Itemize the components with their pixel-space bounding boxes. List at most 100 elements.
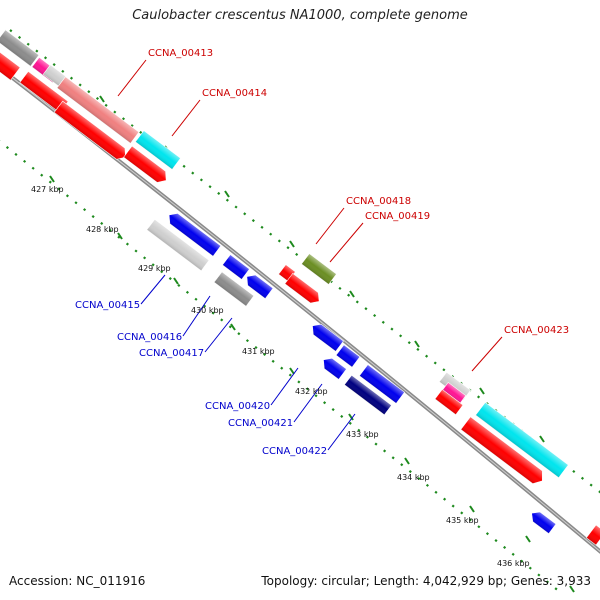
tick-dot	[52, 63, 56, 67]
feature-shade	[586, 525, 600, 545]
gene-label: CCNA_00415	[75, 300, 140, 311]
major-tick	[117, 232, 123, 240]
tick-dot	[40, 173, 44, 177]
label-leader	[204, 317, 233, 353]
label-leader	[471, 336, 503, 372]
feature-shade	[359, 364, 405, 404]
feature-blue-2	[222, 254, 250, 280]
major-tick	[289, 240, 295, 248]
tick-dot	[225, 198, 229, 202]
label-leader	[182, 295, 211, 337]
tick-dot	[69, 76, 74, 80]
tick-dot	[14, 152, 18, 157]
tick-dot	[494, 538, 498, 543]
major-tick	[49, 175, 55, 183]
tick-dot	[100, 221, 104, 225]
feature-red-9	[585, 524, 600, 546]
tick-dot	[511, 552, 515, 556]
gene-label: CCNA_00419	[365, 211, 430, 222]
tick-dot	[271, 359, 275, 363]
tick-dot	[91, 214, 95, 219]
major-tick	[469, 505, 475, 513]
feature-shade	[57, 76, 139, 144]
tick-dot	[57, 187, 61, 191]
tick-dot	[191, 171, 195, 175]
tick-dot	[237, 332, 241, 336]
tick-dot	[286, 246, 290, 250]
major-tick	[348, 413, 354, 421]
tick-dot	[234, 205, 238, 209]
tick-dot	[134, 249, 138, 253]
tick-marks	[0, 29, 600, 593]
tick-dot	[61, 69, 65, 73]
tick-dot	[208, 185, 212, 189]
kbp-label: 430 kbp	[191, 306, 224, 315]
tick-dot	[182, 164, 186, 168]
label-leader-lines	[117, 59, 503, 451]
tick-dot	[347, 293, 351, 297]
kbp-label: 435 kbp	[446, 516, 479, 525]
accession-text: Accession: NC_011916	[9, 574, 146, 588]
feature-shade	[312, 324, 344, 352]
tick-dot	[383, 449, 387, 453]
tick-dot	[168, 277, 172, 281]
tick-dot	[139, 130, 143, 134]
tick-dot	[355, 300, 359, 304]
feature-gray-1	[0, 29, 40, 67]
tick-dot	[417, 476, 421, 481]
feature-shade	[323, 358, 347, 380]
tick-dot	[160, 270, 164, 274]
tick-dot	[263, 352, 267, 356]
tick-dot	[408, 470, 412, 474]
major-tick	[349, 290, 355, 298]
tick-dot	[373, 313, 377, 318]
tick-dot	[503, 545, 507, 549]
major-tick	[289, 367, 295, 375]
feature-lightgray-3	[438, 371, 472, 401]
feature-shade	[442, 382, 466, 404]
tick-dot	[108, 228, 112, 232]
major-tick	[479, 387, 485, 395]
tick-dot	[280, 366, 284, 370]
feature-blue-4	[312, 323, 344, 352]
tick-dot	[125, 242, 129, 246]
tick-dot	[185, 290, 189, 294]
kbp-label: 433 kbp	[346, 430, 379, 439]
feature-shade	[0, 51, 21, 81]
tick-dot	[323, 401, 327, 405]
feature-lightgray-2	[146, 218, 210, 272]
tick-dot	[400, 463, 404, 467]
map-title: Caulobacter crescentus NA1000, complete …	[132, 8, 468, 23]
tick-dot	[43, 56, 48, 60]
tick-dot	[151, 263, 155, 267]
feature-gray-2	[213, 271, 255, 307]
tick-dot	[485, 532, 489, 536]
tick-row-inner	[0, 140, 558, 591]
tick-dot	[48, 180, 52, 184]
tick-dot	[460, 511, 464, 515]
major-tick	[224, 190, 230, 198]
gene-label: CCNA_00420	[205, 401, 270, 412]
tick-dot	[589, 483, 593, 487]
gene-label: CCNA_00413	[148, 48, 213, 59]
feature-red-4	[123, 145, 167, 183]
kbp-label: 434 kbp	[397, 473, 430, 482]
tick-dot	[277, 239, 281, 243]
tick-dot	[143, 256, 147, 260]
feature-shade	[460, 416, 543, 484]
tick-dot	[443, 497, 447, 501]
tick-dot	[416, 347, 420, 351]
feature-blue-6	[323, 357, 347, 380]
tick-dot	[338, 286, 342, 290]
tick-dot	[211, 311, 215, 315]
tick-dot	[477, 525, 481, 529]
tick-dot	[194, 297, 198, 301]
feature-shade	[0, 29, 39, 67]
gene-features	[0, 29, 600, 546]
feature-salmon-1	[56, 76, 140, 144]
tick-dot	[545, 580, 549, 584]
tick-dot	[177, 283, 181, 288]
feature-shade	[439, 372, 471, 400]
